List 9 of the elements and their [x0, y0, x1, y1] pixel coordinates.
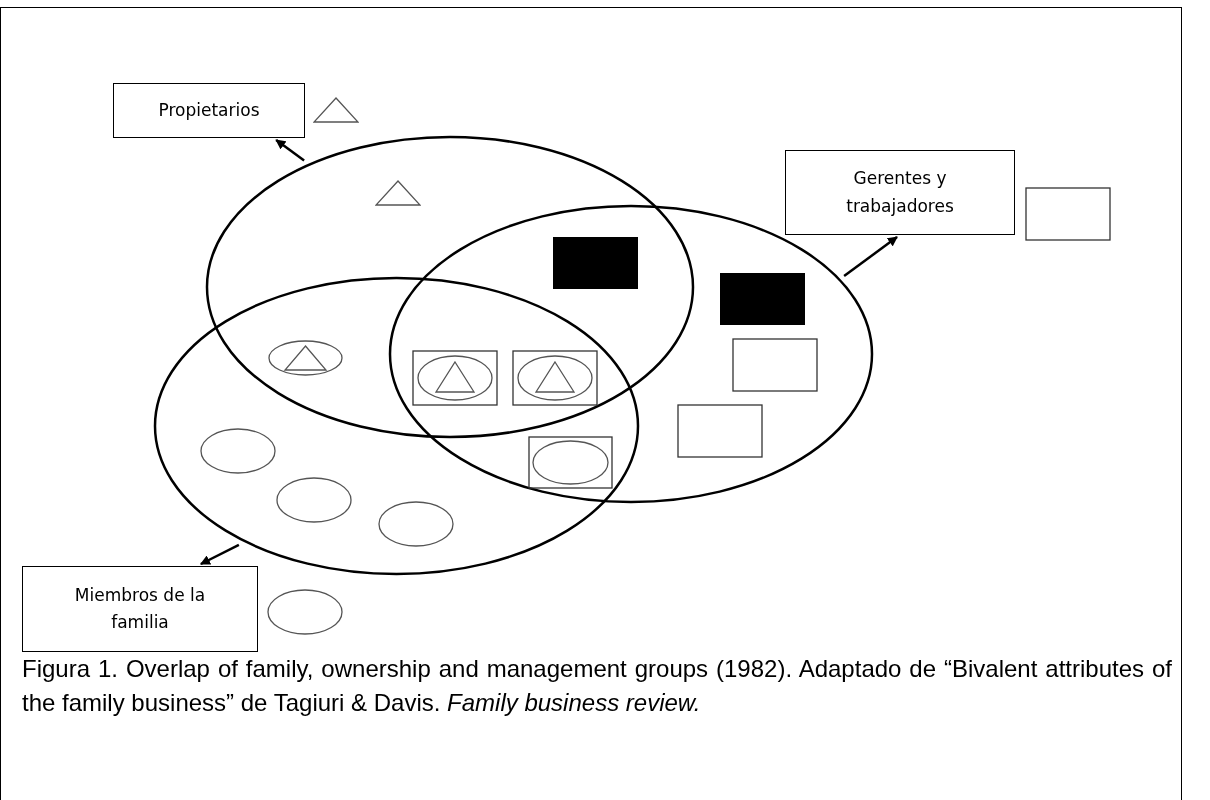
- label-box: Propietarios: [113, 83, 305, 138]
- arrow: [200, 543, 240, 566]
- group-ellipse: [205, 135, 695, 439]
- label-box: Gerentes y trabajadores: [785, 150, 1015, 235]
- arrow: [843, 236, 898, 278]
- figure-caption: Figura 1. Overlap of family, ownership and management groups (1982). Adaptado de “Bivalent attributes of the family business” de Tagiuri & Davis. Family business review.: [22, 654, 1172, 718]
- label-box: Miembros de la familia: [22, 566, 258, 652]
- arrow: [275, 139, 305, 162]
- group-ellipse: [153, 276, 640, 576]
